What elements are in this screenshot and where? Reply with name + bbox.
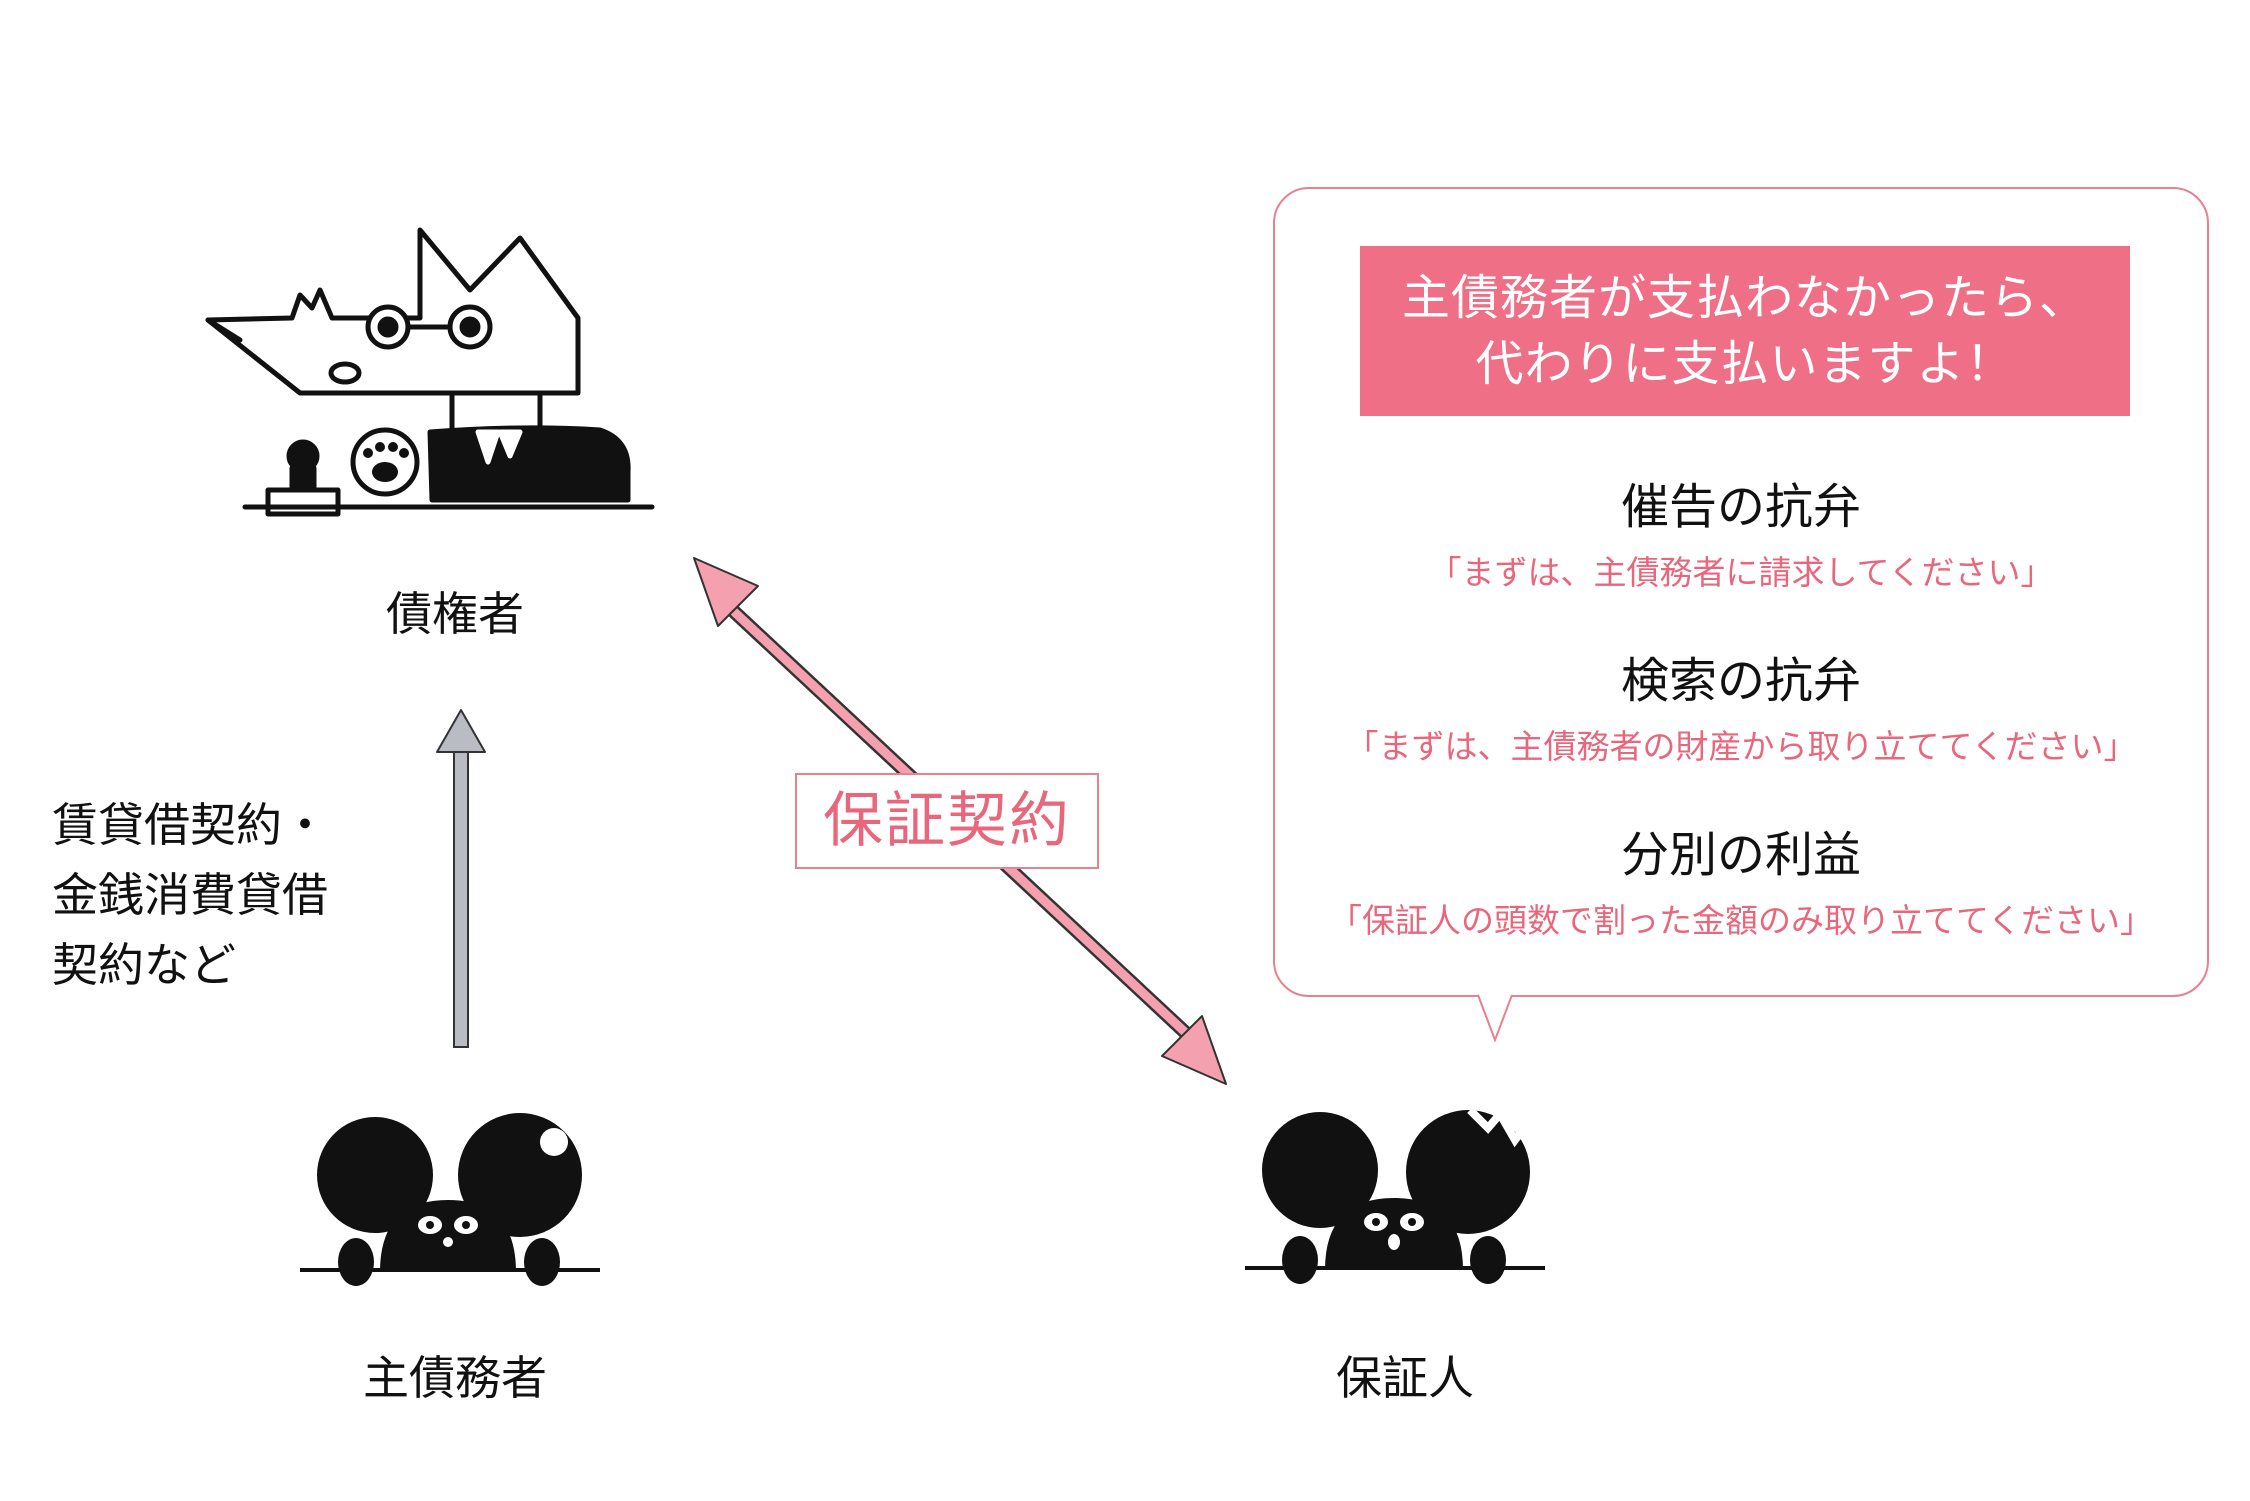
principal-debtor-label: 主債務者 <box>363 1351 547 1405</box>
defense-desc-division: 「保証人の頭数で割った金額のみ取り立ててください」 <box>1328 901 2153 940</box>
banner-line2: 代わりに支払いますよ！ <box>1475 336 2015 392</box>
banner-line1: 主債務者が支払わなかったら、 <box>1401 270 2088 326</box>
loan-contract-arrow <box>436 709 486 1048</box>
defense-title-search: 検索の抗弁 <box>1620 653 1861 709</box>
guarantee-contract-label: 保証契約 <box>795 773 1099 869</box>
guarantor-mouse-illustration <box>1245 1107 1545 1284</box>
defense-desc-search: 「まずは、主債務者の財産から取り立ててください」 <box>1345 727 2137 766</box>
defense-title-division: 分別の利益 <box>1620 827 1861 883</box>
creditor-wolf-illustration <box>205 227 655 517</box>
speech-bubble-tail <box>1478 994 1512 1042</box>
creditor-label: 債権者 <box>386 587 524 641</box>
guarantor-promise-banner: 主債務者が支払わなかったら、 代わりに支払いますよ！ <box>1360 246 2130 416</box>
loan-contract-label: 賃貸借契約・ 金銭消費貸借 契約など <box>52 790 328 1000</box>
defense-title-demand: 催告の抗弁 <box>1620 479 1861 535</box>
defense-desc-demand: 「まずは、主債務者に請求してください」 <box>1428 553 2054 592</box>
loan-contract-label-line2: 金銭消費貸借 <box>52 868 328 922</box>
principal-debtor-mouse-illustration <box>300 1113 600 1286</box>
guarantor-label: 保証人 <box>1336 1351 1474 1405</box>
loan-contract-label-line1: 賃貸借契約・ <box>52 798 328 852</box>
loan-contract-label-line3: 契約など <box>52 938 236 992</box>
